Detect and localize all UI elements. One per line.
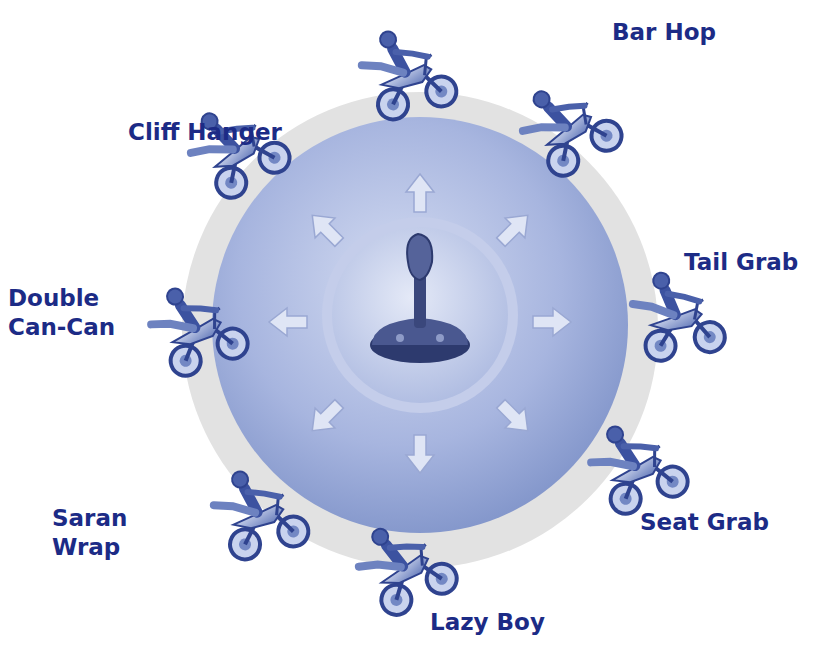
trick-label: Double Can-Can — [8, 284, 138, 342]
trick-label: Saran Wrap — [52, 504, 142, 562]
hub-disc — [332, 227, 508, 403]
trick-label: Tail Grab — [684, 248, 832, 277]
direction-disc — [212, 117, 628, 533]
trick-label: Cliff Hanger — [128, 118, 328, 147]
trick-label: Bar Hop — [612, 18, 812, 47]
joystick-icon — [370, 234, 470, 363]
rider-figures — [142, 18, 727, 622]
direction-arrows — [269, 174, 571, 473]
outer-ring — [182, 92, 658, 568]
hub-rim — [322, 217, 518, 413]
trick-label: Lazy Boy — [430, 608, 630, 637]
trick-label: Seat Grab — [640, 508, 830, 537]
